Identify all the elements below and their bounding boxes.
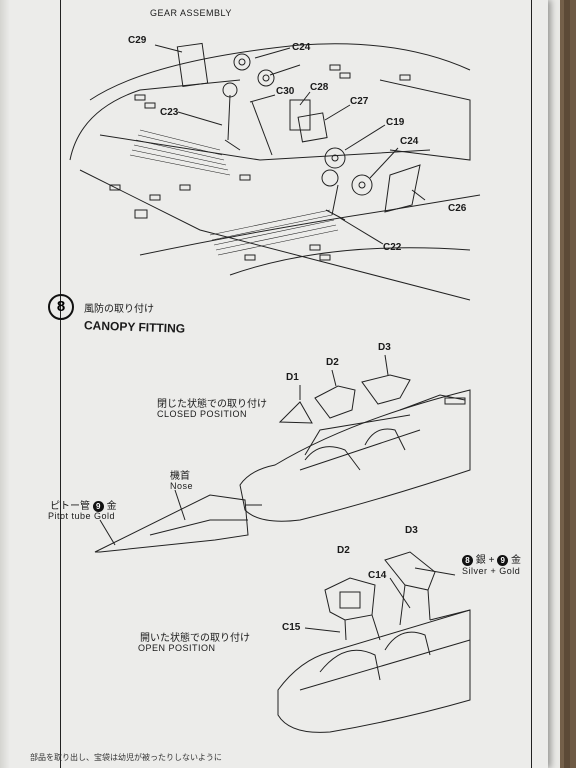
step-number: 8 bbox=[48, 294, 74, 320]
part-label: C22 bbox=[383, 242, 402, 253]
paint-callout: Silver + Gold bbox=[462, 566, 521, 576]
paint-number-badge: 8 bbox=[462, 554, 473, 566]
paint-callout-jp: 8 銀 + 9 金 bbox=[462, 551, 521, 566]
part-label: D3 bbox=[378, 342, 391, 353]
paint-jp-2: 金 bbox=[510, 555, 521, 566]
pitot-label: Pitot tube Gold bbox=[48, 511, 116, 521]
closed-label: CLOSED POSITION bbox=[157, 409, 248, 419]
part-label: D1 bbox=[286, 372, 299, 383]
part-label: C24 bbox=[292, 42, 311, 53]
step-title-jp: 風防の取り付け bbox=[84, 304, 154, 315]
section-title: GEAR ASSEMBLY bbox=[150, 8, 232, 18]
paint-number-badge: 9 bbox=[92, 500, 104, 512]
paint-jp-1: 銀 bbox=[475, 555, 486, 566]
part-label: C28 bbox=[310, 82, 329, 93]
pitot-jp-text: ピトー管 bbox=[50, 501, 90, 512]
part-label: D2 bbox=[326, 357, 339, 368]
closed-label-jp: 閉じた状態での取り付け bbox=[157, 399, 267, 410]
part-label: C30 bbox=[276, 86, 295, 97]
part-label: C23 bbox=[160, 107, 179, 118]
part-label: C19 bbox=[386, 117, 405, 128]
pitot-label-jp: ピトー管 9 金 bbox=[50, 497, 117, 512]
part-label: C27 bbox=[350, 96, 369, 107]
instruction-sheet bbox=[0, 0, 548, 768]
open-label: OPEN POSITION bbox=[138, 643, 216, 653]
paint-number-badge: 9 bbox=[497, 554, 509, 566]
part-label: C14 bbox=[368, 570, 387, 581]
part-label: D2 bbox=[337, 545, 350, 556]
part-label: D3 bbox=[405, 525, 418, 536]
nose-label: Nose bbox=[170, 481, 194, 491]
nose-label-jp: 機首 bbox=[170, 471, 190, 482]
part-label: C24 bbox=[400, 136, 419, 147]
page-binding bbox=[0, 0, 10, 768]
open-label-jp: 開いた状態での取り付け bbox=[140, 633, 250, 644]
page-frame bbox=[60, 0, 532, 768]
part-label: C26 bbox=[448, 203, 467, 214]
part-label: C15 bbox=[282, 622, 301, 633]
part-label: C29 bbox=[128, 35, 147, 46]
pitot-color-jp: 金 bbox=[106, 501, 117, 512]
footer-note: 部品を取り出し、宝袋は幼児が被ったりしないように bbox=[30, 753, 222, 762]
